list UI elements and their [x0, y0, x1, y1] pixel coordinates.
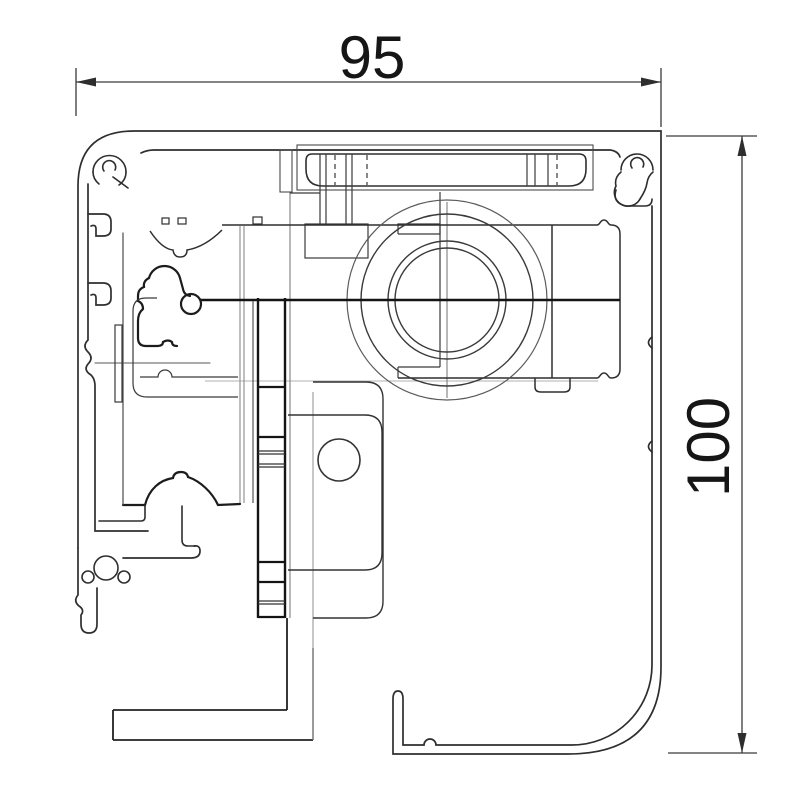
top-left-screw-boss — [92, 154, 129, 189]
height-dimension: 100 — [666, 135, 757, 754]
dome-right-step — [181, 505, 196, 547]
bracket-pin — [179, 292, 203, 316]
drop-tube — [304, 186, 441, 378]
cradle-tab-2 — [177, 217, 187, 225]
housing-top-and-right — [222, 219, 621, 379]
width-dim-label: 95 — [339, 24, 406, 91]
profile-inner-top — [140, 149, 621, 158]
rail-hidden-lines — [334, 155, 558, 185]
height-dim-label: 100 — [675, 397, 742, 497]
mounting-rail — [279, 144, 594, 194]
right-wall-bump-2 — [647, 440, 653, 453]
screw-channel-lobe-left — [81, 570, 95, 584]
dome-left-step — [98, 505, 146, 522]
profile-outer-path — [77, 130, 662, 755]
cradle-tab-3 — [252, 216, 263, 225]
foot-stem — [74, 547, 98, 634]
left-hook-lower — [87, 282, 112, 306]
rail-body — [305, 153, 587, 187]
rail-outer-box — [296, 144, 594, 191]
cradle-arc — [149, 229, 223, 258]
roller-mechanism — [200, 199, 620, 401]
profile-inner-left — [84, 183, 149, 532]
bottom-left-foot — [74, 232, 242, 634]
guide-plate — [288, 381, 384, 619]
width-arrow-right — [641, 77, 661, 87]
width-dimension: 95 — [75, 24, 662, 127]
bracket-column — [252, 298, 287, 619]
top-right-curl-channel — [613, 153, 654, 207]
right-wall-bump-1 — [647, 336, 653, 349]
housing-bottom-tab — [534, 378, 571, 393]
cradle-tab-1 — [161, 217, 170, 225]
dome-cap — [121, 470, 242, 507]
motor-housing — [149, 216, 621, 393]
width-arrow-left — [76, 77, 96, 87]
height-arrow-top — [737, 136, 747, 156]
foot-shelf — [122, 545, 201, 559]
height-arrow-bottom — [737, 733, 747, 753]
extrusion-outline — [77, 130, 662, 755]
screw-channel — [93, 555, 119, 581]
plate-hole — [317, 438, 361, 482]
screw-channel-lobe-right — [117, 570, 131, 584]
bracket-frame — [114, 297, 238, 403]
bracket-foot — [112, 618, 314, 741]
left-hook-upper — [87, 213, 112, 237]
rail-left-tab — [279, 149, 293, 193]
left-bracket-boss — [136, 264, 203, 348]
